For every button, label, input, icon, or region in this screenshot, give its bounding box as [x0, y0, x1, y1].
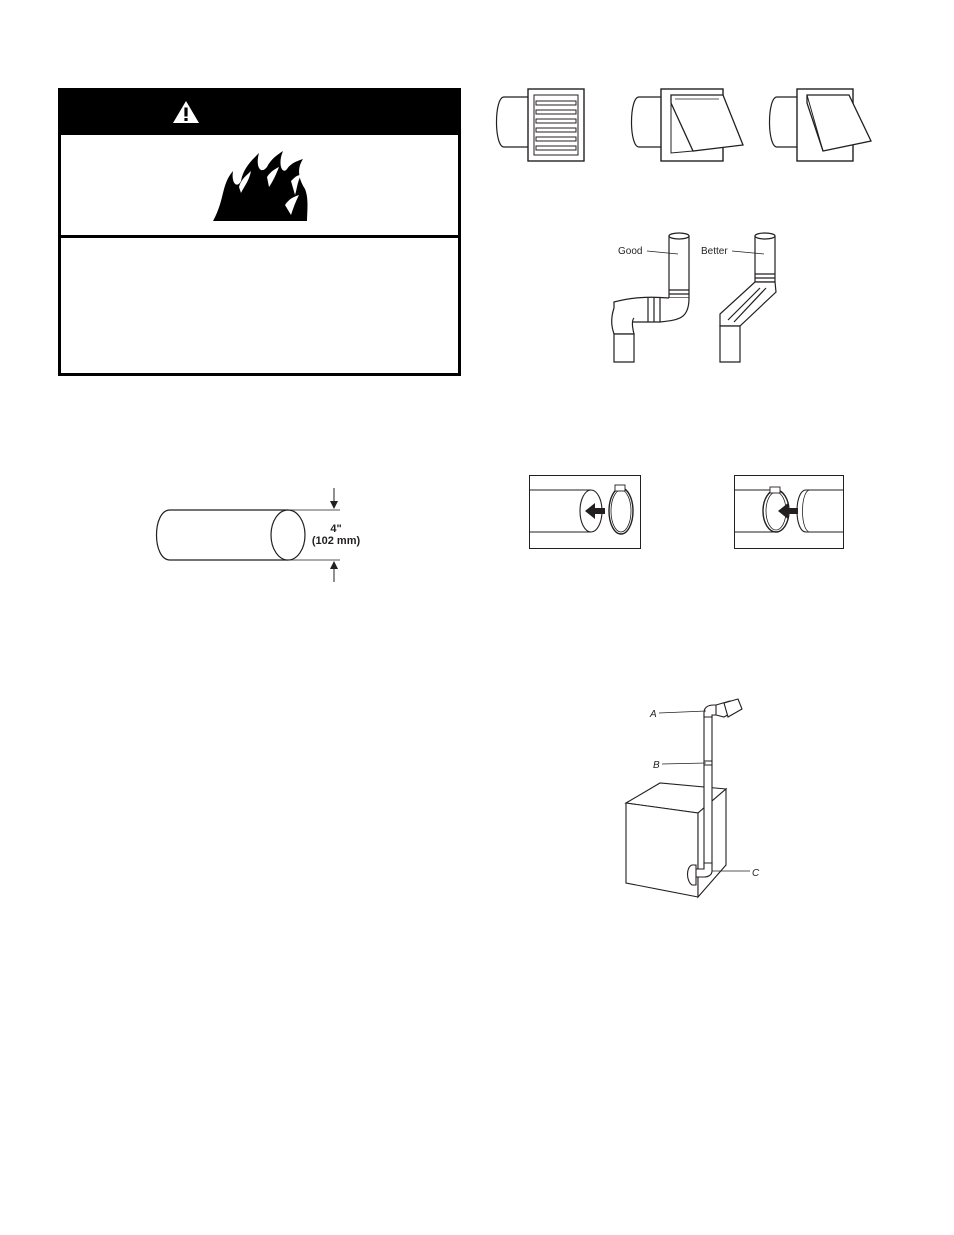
angled-vent-hood-icon: [768, 88, 872, 162]
warning-box: [58, 88, 461, 376]
good-duct-route: [611, 232, 690, 363]
label-a: A: [649, 709, 657, 720]
elbow-comparison-figure: Good Better: [611, 232, 777, 363]
louvered-vent-hood-icon: [495, 88, 585, 162]
clamp-joining-ducts-icon: [734, 475, 844, 549]
better-duct-route: [719, 232, 777, 363]
warning-pictogram-row: [61, 135, 458, 238]
warning-triangle-icon: [173, 101, 199, 123]
exhaust-hood: [703, 698, 743, 718]
warning-body: [61, 238, 458, 373]
fire-icon: [213, 151, 308, 221]
vertical-duct: [703, 712, 713, 866]
dimension-inches: 4": [330, 523, 341, 535]
warning-header-bar: [61, 91, 458, 135]
dryer-exhaust-elbow: [686, 862, 713, 886]
arrow-up-icon: [330, 561, 338, 569]
arrow-left-icon: [585, 503, 605, 519]
label-c: C: [752, 868, 760, 879]
better-label: Better: [701, 246, 728, 257]
box-vent-hood-icon: [630, 88, 744, 162]
good-label: Good: [618, 246, 642, 257]
label-b: B: [653, 760, 660, 771]
arrow-left-icon: [778, 503, 798, 519]
dryer-vent-system-figure: A B C: [624, 698, 760, 899]
dimension-mm: (102 mm): [312, 535, 361, 547]
arrow-down-icon: [330, 501, 338, 509]
clamp-on-duct-end-icon: [529, 475, 641, 549]
duct-diameter-figure: 4" (102 mm): [155, 488, 361, 582]
